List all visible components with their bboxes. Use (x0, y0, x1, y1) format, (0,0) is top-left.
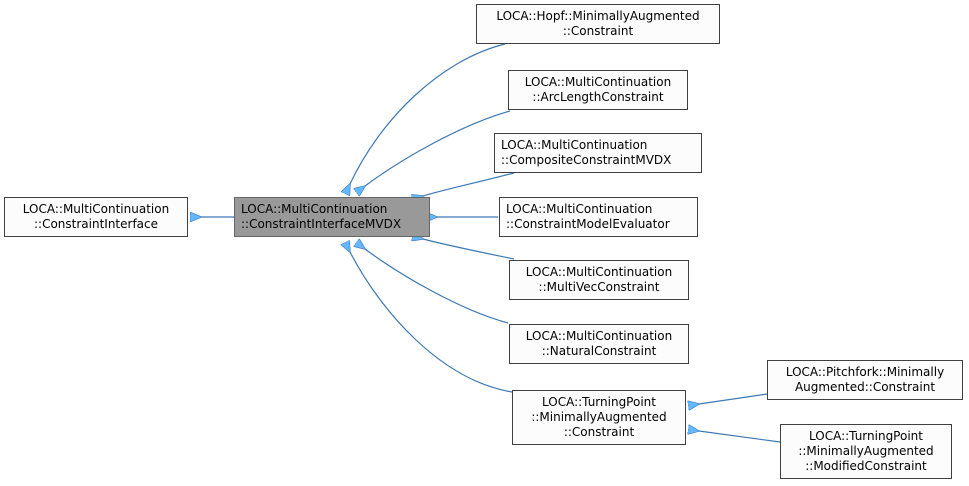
node-line: LOCA::MultiContinuation (241, 202, 388, 216)
class-node-pitchfork-constraint[interactable]: LOCA::Pitchfork::Minimally Augmented::Co… (767, 360, 963, 400)
node-line: ::CompositeConstraintMVDX (501, 153, 672, 167)
node-line: LOCA::MultiContinuation (506, 202, 653, 216)
node-line: LOCA::TurningPoint (809, 429, 923, 443)
edge-multivec-to-current (423, 239, 515, 260)
edge-turning-to-current (350, 252, 513, 393)
edge-turningmod-to-turning (699, 431, 781, 443)
node-line: LOCA::MultiContinuation (22, 202, 170, 216)
node-line: LOCA::TurningPoint (542, 395, 656, 409)
node-line: ::ConstraintModelEvaluator (506, 217, 670, 231)
node-line: LOCA::Pitchfork::Minimally (785, 365, 945, 379)
node-line: Augmented::Constraint (794, 380, 936, 394)
node-line: ::Constraint (563, 425, 635, 439)
node-line: LOCA::MultiContinuation (525, 265, 673, 279)
node-line: LOCA::MultiContinuation (525, 329, 673, 343)
node-line: ::MinimallyAugmented (798, 444, 934, 458)
node-line: LOCA::Hopf::MinimallyAugmented (496, 9, 700, 23)
node-line: ::NaturalConstraint (541, 344, 657, 358)
class-node-turning-point-constraint[interactable]: LOCA::TurningPoint ::MinimallyAugmented … (512, 390, 686, 445)
class-node-arc-length-constraint[interactable]: LOCA::MultiContinuation ::ArcLengthConst… (508, 70, 688, 110)
class-node-constraint-interface[interactable]: LOCA::MultiContinuation ::ConstraintInte… (4, 197, 188, 237)
node-line: ::MinimallyAugmented (531, 410, 667, 424)
node-line: ::ConstraintInterfaceMVDX (241, 217, 402, 231)
edge-natural-to-current (365, 249, 509, 324)
edge-arclength-to-current (365, 110, 511, 186)
node-line: ::ArcLengthConstraint (532, 90, 664, 104)
edge-hopf-to-current (350, 43, 506, 184)
class-node-multi-vec-constraint[interactable]: LOCA::MultiContinuation ::MultiVecConstr… (509, 260, 689, 300)
class-node-hopf-constraint[interactable]: LOCA::Hopf::MinimallyAugmented ::Constra… (476, 4, 720, 44)
class-node-composite-constraint-mvdx[interactable]: LOCA::MultiContinuation ::CompositeConst… (494, 133, 702, 173)
class-node-natural-constraint[interactable]: LOCA::MultiContinuation ::NaturalConstra… (509, 324, 689, 364)
node-line: ::ModifiedConstraint (805, 459, 927, 473)
edge-composite-to-current (423, 172, 515, 196)
edge-pitchfork-to-turning (699, 393, 768, 404)
node-line: ::Constraint (562, 24, 634, 38)
node-line: ::ConstraintInterface (33, 217, 159, 231)
node-line: LOCA::MultiContinuation (501, 138, 648, 152)
class-node-constraint-model-evaluator[interactable]: LOCA::MultiContinuation ::ConstraintMode… (499, 197, 698, 237)
class-node-turning-point-modified-constraint[interactable]: LOCA::TurningPoint ::MinimallyAugmented … (780, 424, 952, 479)
node-line: LOCA::MultiContinuation (524, 75, 672, 89)
class-node-constraint-interface-mvdx[interactable]: LOCA::MultiContinuation ::ConstraintInte… (234, 197, 430, 237)
node-line: ::MultiVecConstraint (538, 280, 660, 294)
